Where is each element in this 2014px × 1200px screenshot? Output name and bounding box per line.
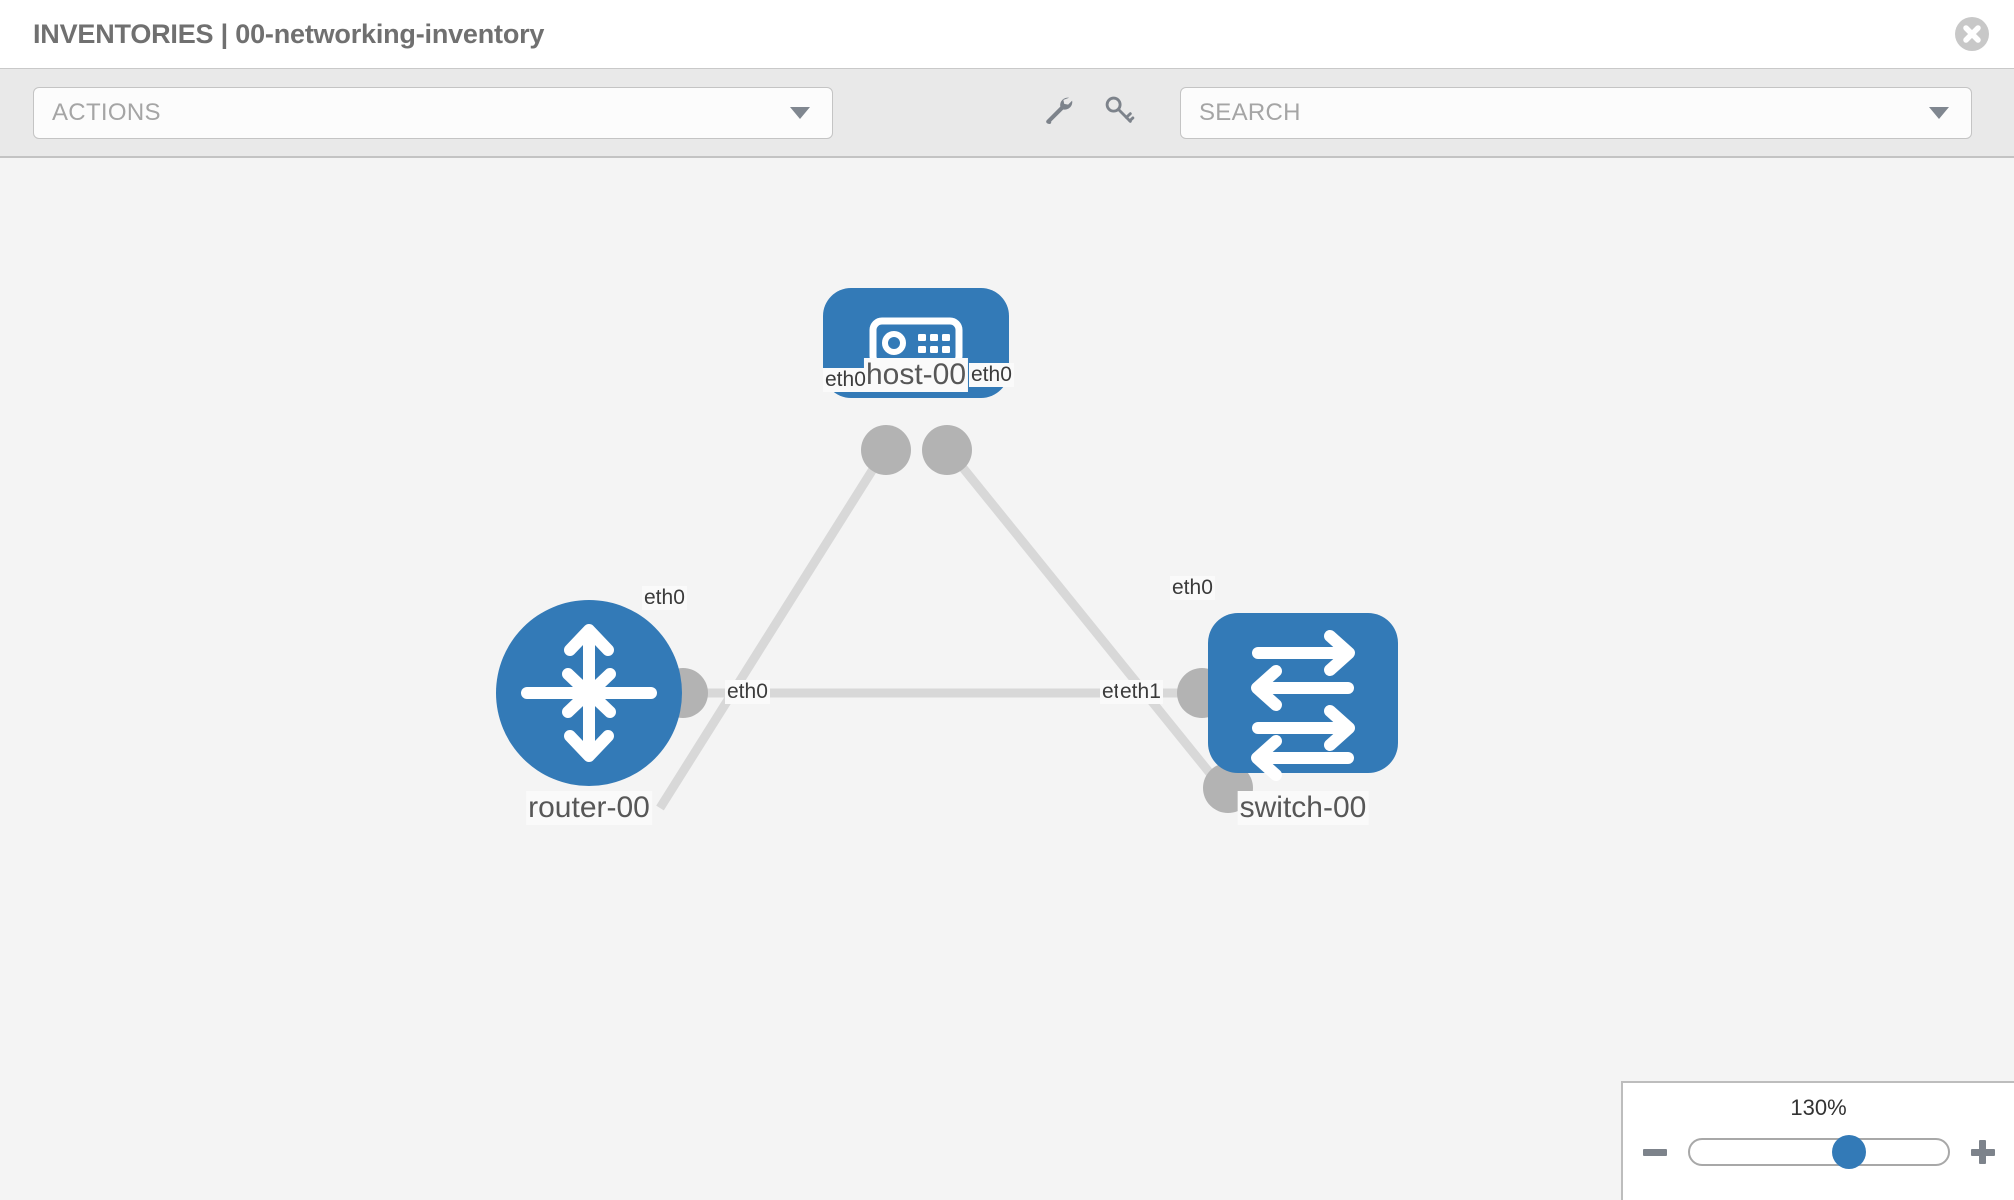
zoom-slider-row <box>1623 1131 2014 1173</box>
topology-canvas[interactable]: host-00 router-00 switch-00 eth0 eth0 et… <box>0 158 2014 1200</box>
page-header: INVENTORIES | 00-networking-inventory <box>0 0 2014 68</box>
zoom-in-button[interactable] <box>1968 1137 1998 1167</box>
switch-arrows-icon <box>1251 630 1355 781</box>
actions-dropdown-label: ACTIONS <box>52 98 161 126</box>
link-group <box>656 455 1234 811</box>
node-label-router-00: router-00 <box>526 791 652 825</box>
search-placeholder: SEARCH <box>1199 98 1301 126</box>
iface-label-router-eth0-up: eth0 <box>642 586 687 610</box>
search-input[interactable]: SEARCH <box>1180 86 1972 139</box>
toolbar-icon-group <box>1042 93 1136 132</box>
chevron-down-icon <box>790 106 810 119</box>
actions-dropdown[interactable]: ACTIONS <box>33 86 833 139</box>
interface-endpoint[interactable] <box>861 425 911 475</box>
interface-endpoint[interactable] <box>922 425 972 475</box>
chevron-down-icon[interactable] <box>1929 106 1949 119</box>
node-switch-00[interactable] <box>1208 613 1398 781</box>
zoom-level-value: 130% <box>1790 1095 1847 1120</box>
zoom-out-button[interactable] <box>1640 1137 1670 1167</box>
toolbar: ACTIONS SEARCH <box>0 68 2014 158</box>
link-host-switch[interactable] <box>951 455 1234 801</box>
zoom-slider-handle[interactable] <box>1832 1135 1867 1169</box>
iface-label-switch-eth0-up: eth0 <box>1170 576 1215 600</box>
interface-endpoint-group <box>658 425 1253 813</box>
zoom-slider-track[interactable] <box>1687 1135 1950 1169</box>
link-host-router[interactable] <box>656 455 884 811</box>
node-label-host-00: host-00 <box>863 358 969 392</box>
router-arrows-icon <box>521 624 657 762</box>
page-title: INVENTORIES | 00-networking-inventory <box>33 18 545 49</box>
wrench-icon[interactable] <box>1042 93 1076 132</box>
iface-label-router-eth0-right: eth0 <box>725 680 770 704</box>
node-router-00[interactable] <box>496 600 682 786</box>
key-icon[interactable] <box>1102 93 1136 132</box>
topology-graph <box>496 288 1398 813</box>
iface-label-host-eth0-left: eth0 <box>823 368 868 392</box>
iface-label-switch-eth1-left: eth1 <box>1118 680 1163 704</box>
zoom-control-panel: 130% <box>1621 1081 2014 1200</box>
iface-label-host-eth0-right: eth0 <box>969 363 1014 387</box>
node-label-switch-00: switch-00 <box>1237 791 1369 825</box>
close-icon[interactable] <box>1955 17 1989 51</box>
